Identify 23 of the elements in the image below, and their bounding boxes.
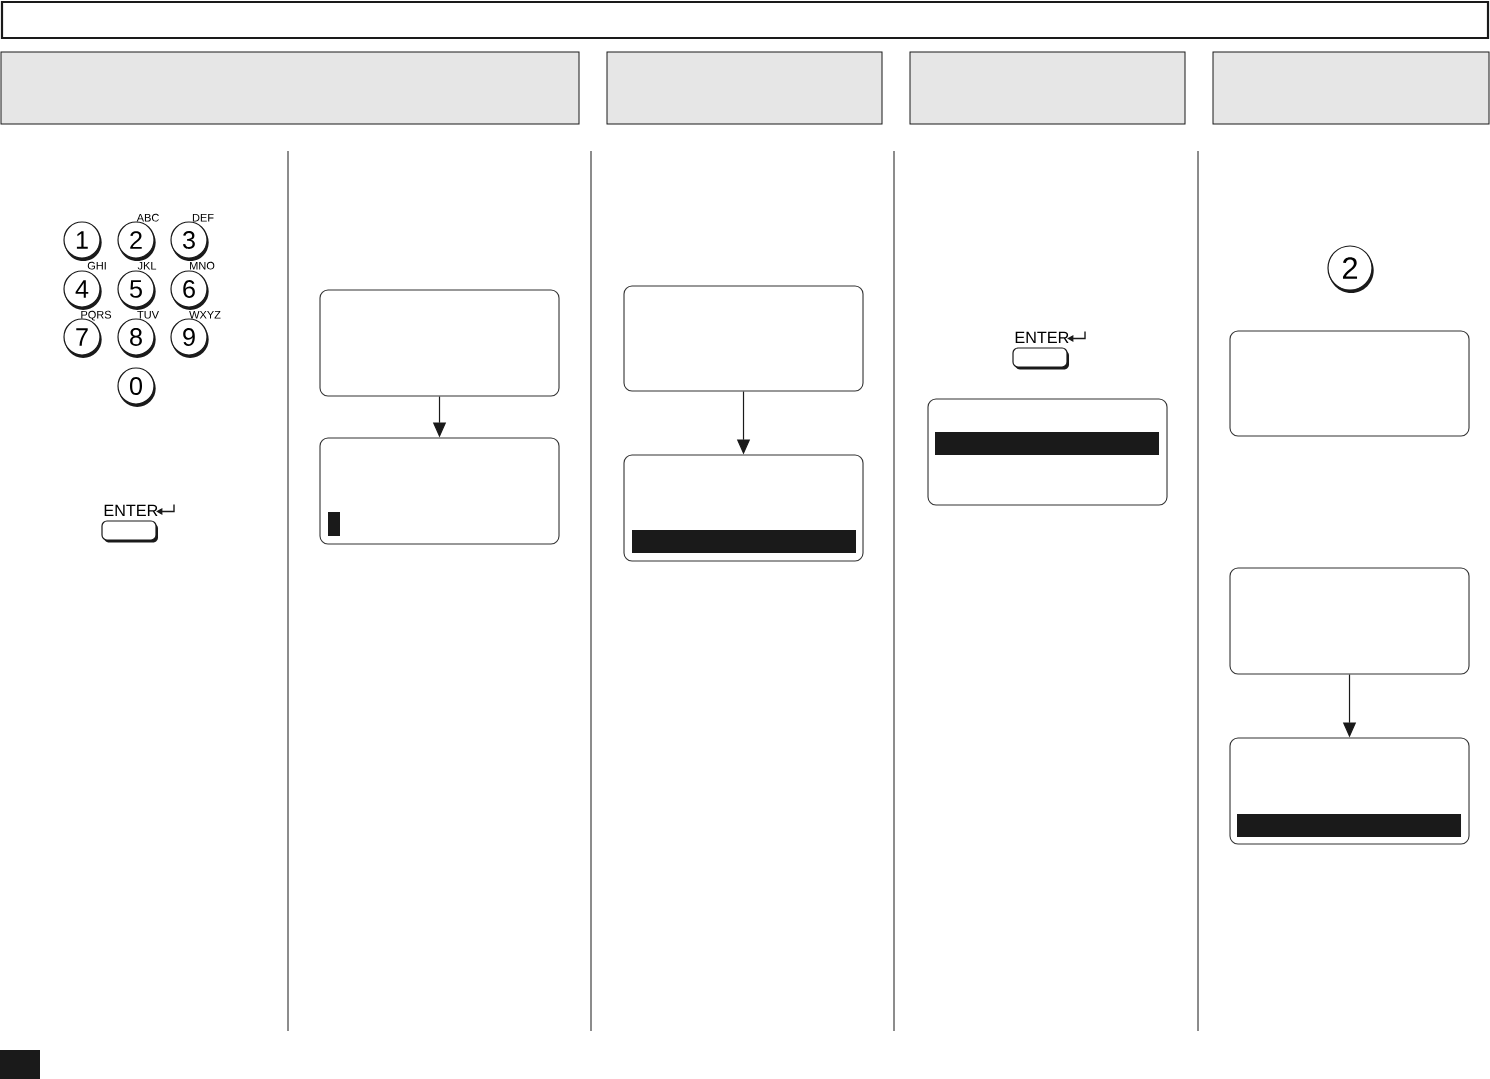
key-letters: GHI bbox=[87, 261, 106, 270]
key-letters: JKL bbox=[137, 261, 157, 270]
key-button: 5 bbox=[117, 270, 156, 311]
key-button: 4 bbox=[63, 270, 102, 311]
display-box bbox=[319, 289, 560, 397]
key-letters: MNO bbox=[190, 261, 215, 270]
key-letters: ABC bbox=[136, 213, 159, 222]
key-letters: WXYZ bbox=[189, 310, 221, 319]
key-button: 0 bbox=[117, 367, 156, 408]
key-button: 2 bbox=[1327, 245, 1374, 294]
key-button: 3 bbox=[170, 221, 209, 262]
display-box bbox=[623, 285, 864, 392]
key-letters: DEF bbox=[192, 213, 214, 222]
key-button: 9 bbox=[170, 318, 209, 359]
display-box bbox=[1229, 330, 1470, 437]
key-label: ENTER bbox=[104, 504, 158, 516]
key-label: ENTER bbox=[1015, 331, 1069, 343]
key-button: 1 bbox=[63, 221, 102, 262]
key-button: 2 bbox=[117, 221, 156, 262]
key-button: 6 bbox=[170, 270, 209, 311]
key-letters: TUV bbox=[137, 310, 159, 319]
key-button: 8 bbox=[117, 318, 156, 359]
display-box bbox=[1229, 567, 1470, 675]
